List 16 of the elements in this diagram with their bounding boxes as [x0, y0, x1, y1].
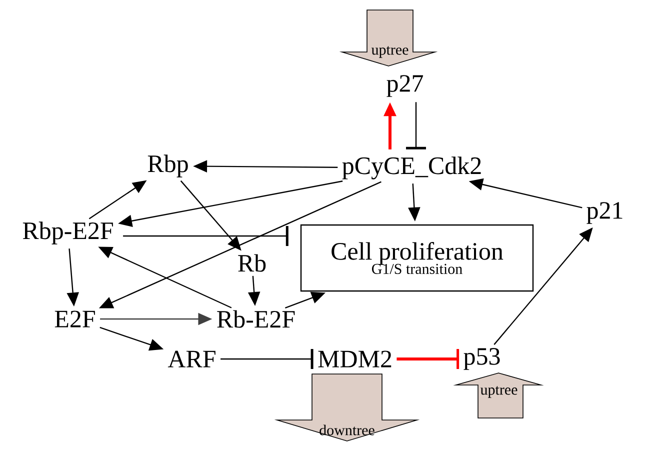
- gene-label: MDM2: [318, 350, 392, 368]
- gene-label: ARF: [168, 350, 216, 368]
- inhibition-line: [406, 102, 426, 150]
- gene-label: Rbp-E2F: [22, 222, 113, 244]
- gene-label: p27: [386, 75, 424, 97]
- gene-label: Rb-E2F: [217, 310, 295, 328]
- gene-label: Rbp: [148, 154, 188, 178]
- gene-label: p21: [586, 202, 622, 224]
- inhibition-line: [123, 226, 288, 246]
- process-box: Cell proliferation G1/S transition: [300, 224, 534, 292]
- inhibition-line: [396, 349, 460, 369]
- gene-label: E2F: [54, 310, 95, 328]
- inhibition-line: [220, 349, 314, 369]
- gene-label: Rb: [238, 254, 266, 272]
- gene-label: pCyCE_Cdk2: [342, 156, 481, 180]
- gene-label: p53: [464, 348, 500, 370]
